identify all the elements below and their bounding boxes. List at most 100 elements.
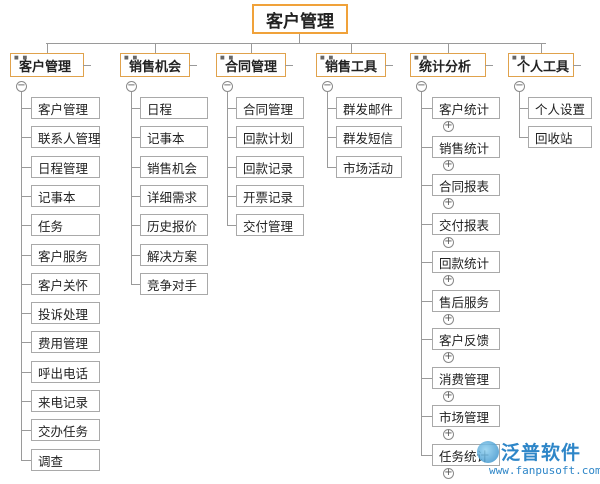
tree-item[interactable]: 销售机会: [140, 156, 208, 178]
tree-item[interactable]: 联系人管理: [31, 126, 101, 148]
tree-item[interactable]: 群发短信: [336, 126, 402, 148]
tree-item[interactable]: 客户反馈: [432, 328, 500, 350]
expand-toggle-icon[interactable]: +: [443, 428, 454, 440]
category-node[interactable]: ■ ■销售机会: [120, 53, 197, 77]
tree-item[interactable]: 合同报表: [432, 174, 500, 196]
tree-item[interactable]: 详细需求: [140, 185, 208, 207]
branch-line: [421, 262, 432, 263]
tree-item[interactable]: 来电记录: [31, 390, 100, 412]
category-drop-line: [351, 43, 352, 53]
tree-item[interactable]: 市场活动: [336, 156, 402, 178]
collapse-toggle-icon[interactable]: −: [416, 80, 427, 92]
category-label: 统计分析: [419, 59, 472, 75]
branch-line: [131, 137, 140, 138]
spine-line: [421, 92, 422, 455]
watermark: 泛普软件 www.fanpusoft.com: [477, 438, 600, 482]
expand-toggle-icon[interactable]: +: [443, 159, 454, 171]
expand-toggle-icon[interactable]: +: [443, 351, 454, 363]
spine-line: [21, 92, 22, 460]
branch-line: [421, 378, 432, 379]
collapse-toggle-icon[interactable]: −: [126, 80, 137, 92]
branch-line: [21, 372, 31, 373]
tree-item[interactable]: 呼出电话: [31, 361, 100, 383]
category-drop-line: [541, 43, 542, 53]
category-label: 合同管理: [225, 59, 278, 75]
tree-item[interactable]: 交办任务: [31, 419, 100, 441]
expand-toggle-icon[interactable]: +: [443, 313, 454, 325]
category-tail-line: [285, 65, 293, 66]
tree-item[interactable]: 销售统计: [432, 136, 500, 158]
tree-item[interactable]: 日程管理: [31, 156, 100, 178]
tree-item[interactable]: 开票记录: [236, 185, 304, 207]
tree-item[interactable]: 竞争对手: [140, 273, 208, 295]
tree-item[interactable]: 调查: [31, 449, 100, 471]
tree-item[interactable]: 回收站: [528, 126, 592, 148]
branch-line: [327, 108, 336, 109]
tree-item[interactable]: 客户统计: [432, 97, 500, 119]
tree-item[interactable]: 交付管理: [236, 214, 304, 236]
branch-line: [421, 185, 432, 186]
tree-item[interactable]: 回款记录: [236, 156, 304, 178]
tree-item[interactable]: 交付报表: [432, 213, 500, 235]
tree-item[interactable]: 日程: [140, 97, 208, 119]
branch-line: [21, 460, 31, 461]
category-drop-line: [47, 43, 48, 53]
branch-line: [421, 301, 432, 302]
tree-item[interactable]: 群发邮件: [336, 97, 402, 119]
tree-item[interactable]: 投诉处理: [31, 302, 100, 324]
category-dots-icon: ■ ■: [220, 55, 235, 61]
expand-toggle-icon[interactable]: +: [443, 197, 454, 209]
expand-toggle-icon[interactable]: +: [443, 467, 454, 479]
branch-line: [227, 137, 236, 138]
branch-line: [21, 137, 31, 138]
category-node[interactable]: ■ ■客户管理: [10, 53, 91, 77]
tree-item[interactable]: 回款计划: [236, 126, 304, 148]
expand-toggle-icon[interactable]: +: [443, 120, 454, 132]
expand-toggle-icon[interactable]: +: [443, 274, 454, 286]
branch-line: [227, 108, 236, 109]
tree-item[interactable]: 历史报价: [140, 214, 208, 236]
category-bus-line: [46, 43, 546, 44]
tree-item[interactable]: 合同管理: [236, 97, 304, 119]
branch-line: [131, 196, 140, 197]
category-dots-icon: ■ ■: [124, 55, 139, 61]
tree-item[interactable]: 客户服务: [31, 244, 100, 266]
branch-line: [421, 455, 432, 456]
tree-item[interactable]: 客户管理: [31, 97, 100, 119]
category-tail-line: [385, 65, 393, 66]
tree-item[interactable]: 售后服务: [432, 290, 500, 312]
tree-item[interactable]: 记事本: [31, 185, 100, 207]
category-node[interactable]: ■ ■销售工具: [316, 53, 393, 77]
tree-item[interactable]: 记事本: [140, 126, 208, 148]
category-dots-icon: ■ ■: [414, 55, 429, 61]
tree-item[interactable]: 消费管理: [432, 367, 500, 389]
category-tail-line: [83, 65, 91, 66]
brand-logo-icon: [477, 441, 499, 463]
tree-item[interactable]: 费用管理: [31, 331, 100, 353]
branch-line: [21, 313, 31, 314]
tree-item[interactable]: 客户关怀: [31, 273, 100, 295]
expand-toggle-icon[interactable]: +: [443, 390, 454, 402]
category-label: 销售工具: [325, 59, 378, 75]
tree-item[interactable]: 解决方案: [140, 244, 208, 266]
collapse-toggle-icon[interactable]: −: [16, 80, 27, 92]
collapse-toggle-icon[interactable]: −: [514, 80, 525, 92]
category-node[interactable]: ■ ■个人工具: [508, 53, 581, 77]
branch-line: [519, 108, 528, 109]
category-drop-line: [155, 43, 156, 53]
branch-line: [131, 167, 140, 168]
branch-line: [227, 225, 236, 226]
tree-item[interactable]: 回款统计: [432, 251, 500, 273]
collapse-toggle-icon[interactable]: −: [222, 80, 233, 92]
tree-item[interactable]: 任务: [31, 214, 100, 236]
collapse-toggle-icon[interactable]: −: [322, 80, 333, 92]
tree-item[interactable]: 市场管理: [432, 405, 500, 427]
branch-line: [227, 196, 236, 197]
tree-item[interactable]: 个人设置: [528, 97, 592, 119]
category-tail-line: [189, 65, 197, 66]
root-connector-vertical: [299, 34, 300, 43]
category-node[interactable]: ■ ■合同管理: [216, 53, 293, 77]
category-node[interactable]: ■ ■统计分析: [410, 53, 493, 77]
branch-line: [327, 167, 336, 168]
expand-toggle-icon[interactable]: +: [443, 236, 454, 248]
